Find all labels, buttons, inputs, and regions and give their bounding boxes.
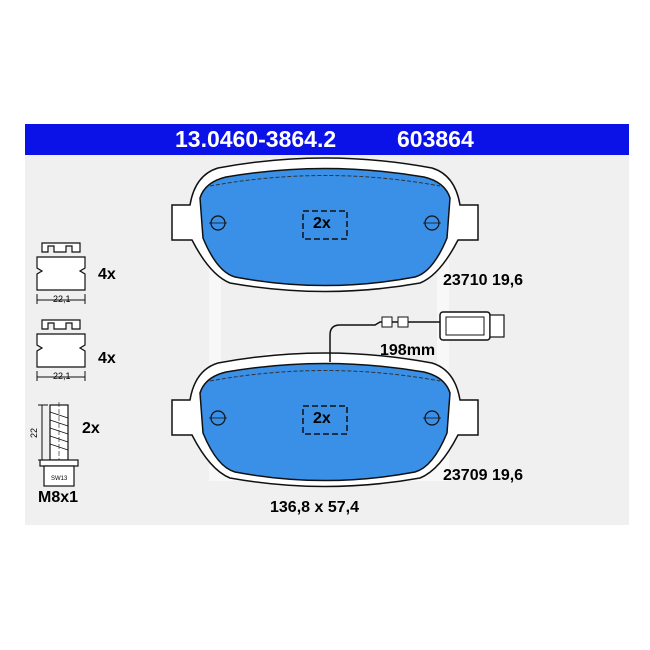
brake-pad-top (171, 157, 479, 293)
clip-b-drawing (36, 319, 86, 381)
bolt-quantity: 2x (82, 420, 100, 437)
bottom-pad-quantity: 2x (313, 410, 331, 427)
bolt-wrench-size: SW13 (51, 476, 68, 482)
clip-a-width: 22,1 (53, 294, 71, 304)
reference-number: 603864 (397, 126, 474, 152)
header-bar: 13.0460-3864.2 603864 (25, 124, 629, 155)
top-pad-quantity: 2x (313, 215, 331, 232)
clip-b-quantity: 4x (98, 350, 116, 367)
wear-sensor (329, 311, 505, 362)
part-number: 13.0460-3864.2 (175, 126, 337, 152)
clip-b-width: 22,1 (53, 371, 71, 381)
clip-a-drawing (36, 242, 86, 304)
pad-dimensions-label: 136,8 x 57,4 (270, 499, 359, 516)
clip-a-quantity: 4x (98, 266, 116, 283)
wire-length-label: 198mm (380, 342, 436, 359)
bolt-thread: M8x1 (38, 489, 79, 506)
bottom-pad-label: 23709 19,6 (443, 467, 524, 484)
bolt-drawing (38, 402, 79, 487)
brake-pad-bottom (171, 352, 479, 488)
top-pad-label: 23710 19,6 (443, 272, 524, 289)
bolt-length: 22 (29, 427, 40, 439)
